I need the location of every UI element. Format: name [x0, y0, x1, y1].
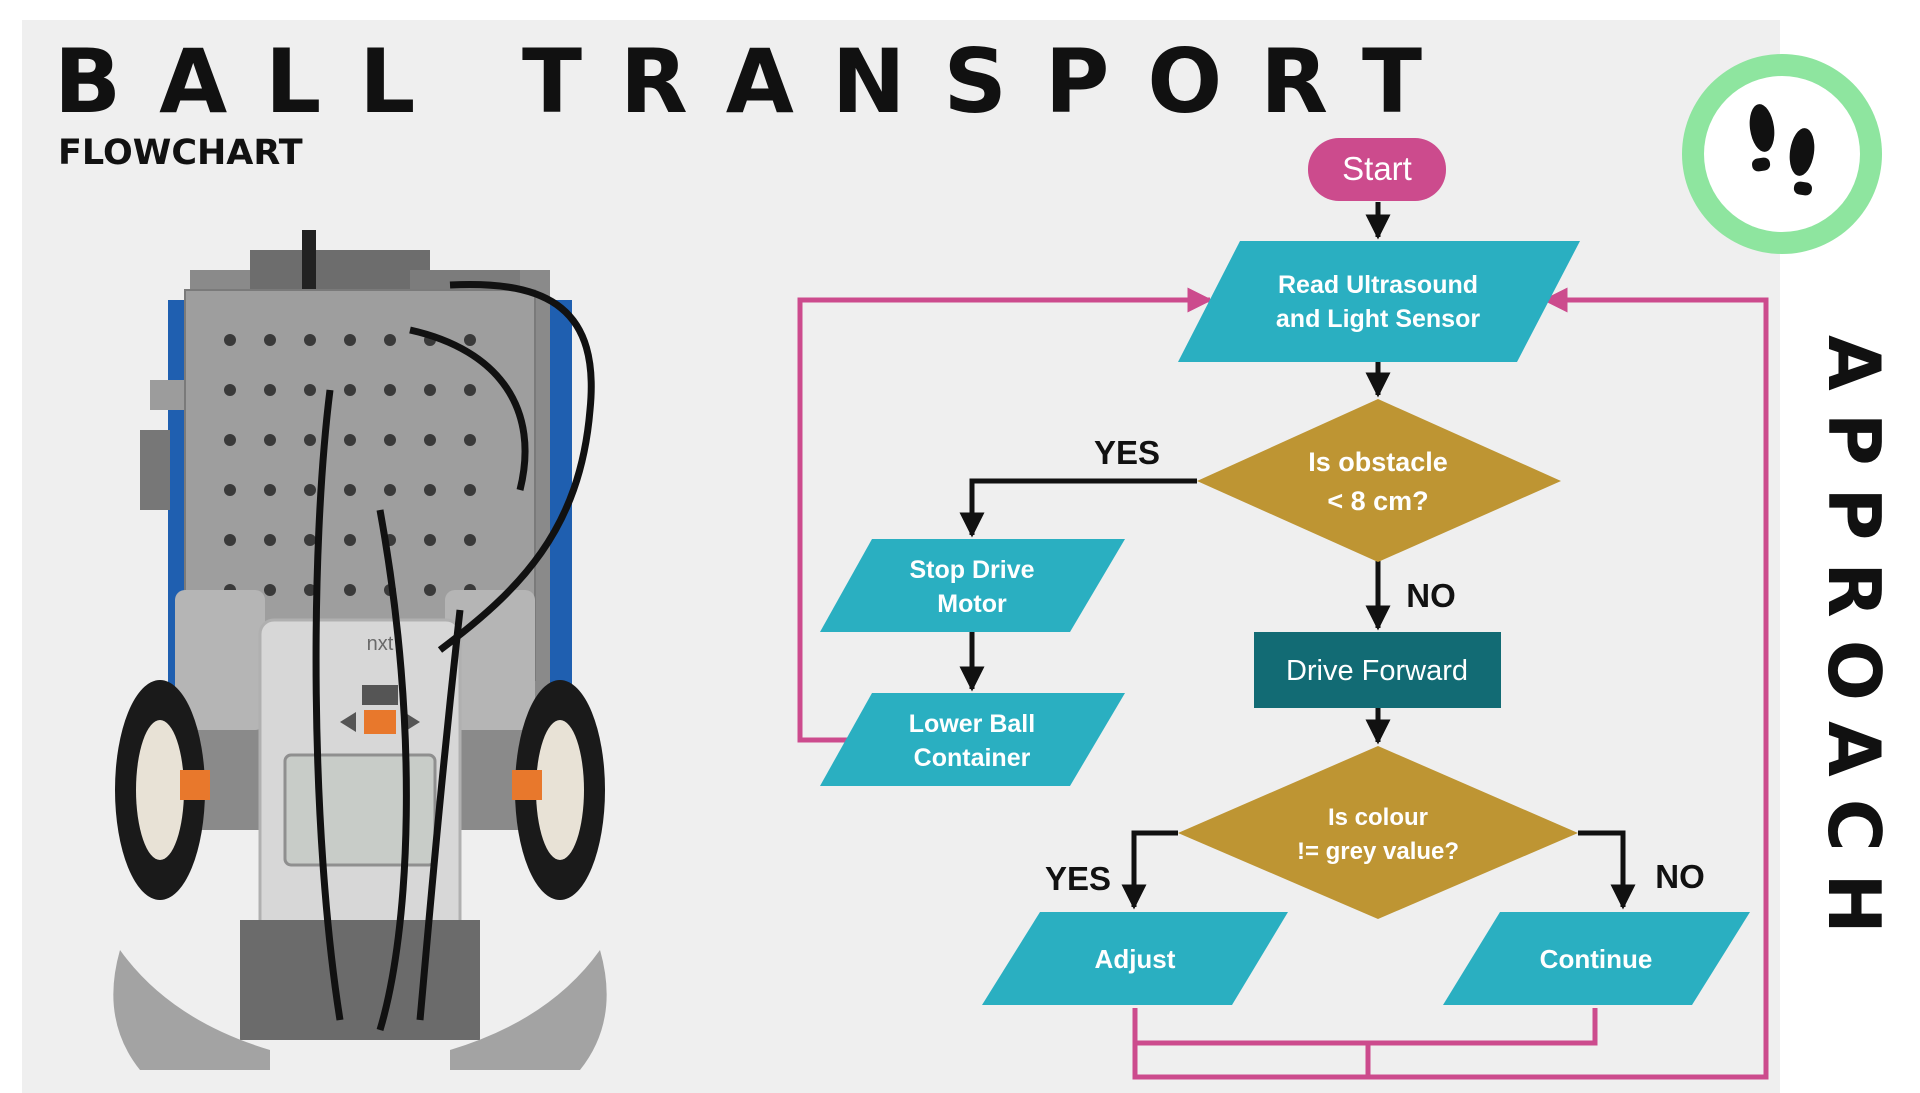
start-node — [1308, 138, 1446, 201]
page-title: BALL TRANSPORT — [54, 30, 1461, 133]
adjust-node — [982, 912, 1288, 1005]
colour-decision-node — [1178, 746, 1578, 919]
brick-button-left — [340, 712, 356, 732]
stop-motor-label-line1: Stop Drive — [909, 556, 1034, 584]
lower-frame — [240, 920, 480, 1040]
scoop-left — [113, 950, 270, 1070]
wheel-left-hub — [136, 720, 184, 860]
footsteps-icon — [1749, 104, 1815, 196]
merge-line-continue — [1365, 1008, 1598, 1077]
lower-container-label-line2: Container — [914, 744, 1031, 772]
robot-photo: nxt — [113, 230, 607, 1070]
obstacle-label-line1: Is obstacle — [1308, 447, 1448, 477]
drive-forward-label: Drive Forward — [1286, 655, 1468, 687]
stop-motor-label-line2: Motor — [937, 590, 1007, 618]
cables — [312, 280, 595, 1032]
obstacle-label-line2: < 8 cm? — [1327, 486, 1428, 516]
motor-left — [175, 590, 265, 730]
lower-container-node — [820, 693, 1125, 786]
loop-right — [1132, 287, 1769, 1080]
footsteps-badge — [1682, 54, 1882, 254]
side-panel-right — [550, 300, 572, 720]
colour-yes-label: YES — [1045, 860, 1111, 897]
continue-label: Continue — [1540, 944, 1653, 974]
badge-inner — [1704, 76, 1860, 232]
lower-container-label-line1: Lower Ball — [909, 710, 1035, 738]
brick-button-orange — [364, 710, 396, 734]
continue-node — [1443, 912, 1750, 1005]
flow-arrows — [959, 202, 1636, 910]
read-sensor-label-line2: and Light Sensor — [1276, 305, 1480, 333]
arrow-colour-yes — [1121, 830, 1178, 910]
axle-left-orange — [180, 770, 210, 800]
colour-no-label: NO — [1655, 858, 1705, 895]
scoop-right — [450, 950, 607, 1070]
nxt-brick-label: nxt — [367, 633, 394, 655]
bracket-left-arm — [140, 430, 170, 510]
read-sensor-label-line1: Read Ultrasound — [1278, 271, 1478, 299]
side-label: APPROACH — [1812, 335, 1896, 956]
read-sensor-node — [1178, 241, 1580, 362]
colour-label-line1: Is colour — [1328, 804, 1428, 831]
obstacle-decision-node — [1197, 399, 1561, 562]
loop-left — [797, 287, 1213, 743]
wheel-right-hub — [536, 720, 584, 860]
axle-right-orange — [512, 770, 542, 800]
drive-forward-node — [1254, 632, 1501, 708]
merge-line-adjust — [1132, 1008, 1368, 1046]
start-label: Start — [1342, 150, 1412, 187]
obstacle-no-label: NO — [1406, 577, 1456, 614]
brick-button-dark — [362, 685, 398, 705]
stop-motor-node — [820, 539, 1125, 632]
loop-lines — [797, 287, 1769, 1080]
arrow-colour-no — [1578, 830, 1636, 910]
obstacle-yes-label: YES — [1094, 434, 1160, 471]
page-subtitle: FLOWCHART — [58, 133, 303, 173]
adjust-label: Adjust — [1095, 944, 1176, 974]
arrow-obstacle-yes — [959, 478, 1197, 538]
colour-label-line2: != grey value? — [1297, 838, 1459, 865]
